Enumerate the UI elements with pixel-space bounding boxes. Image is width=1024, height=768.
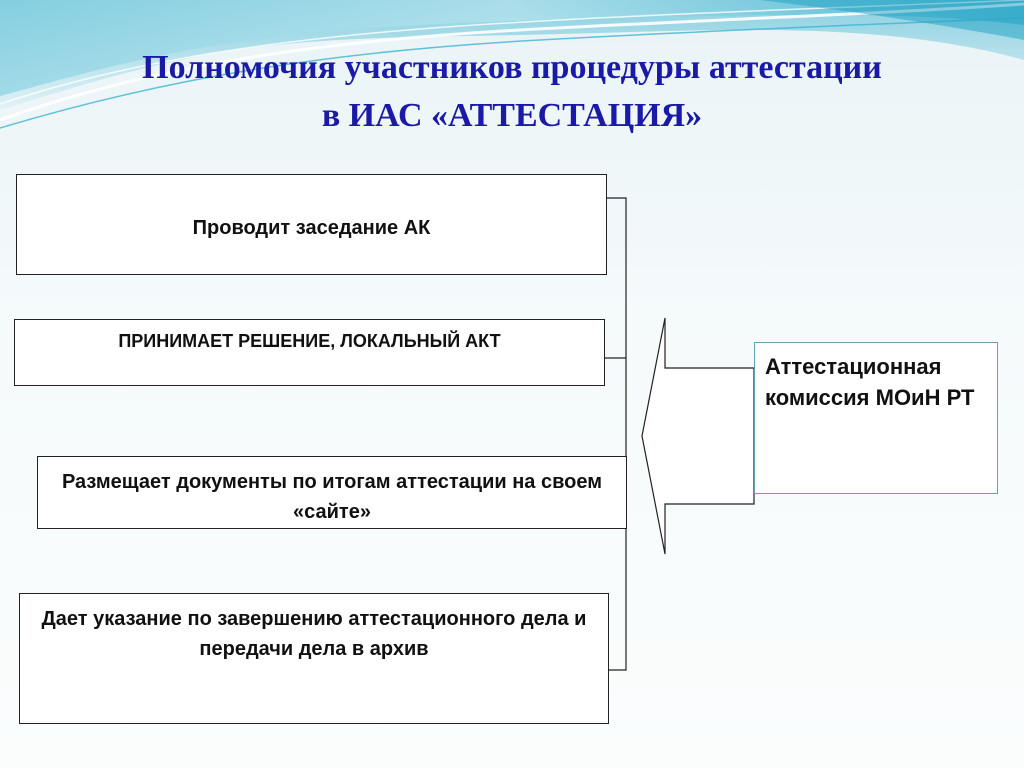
participant-box-commission: Аттестационная комиссия МОиН РТ [754, 342, 998, 494]
action-text-archive-case: Дает указание по завершению аттестационн… [41, 608, 587, 660]
action-box-conduct-meeting: Проводит заседание АК [16, 174, 607, 275]
bracket-line [607, 197, 627, 671]
action-text-make-decision: ПРИНИМАЕТ РЕШЕНИЕ, ЛОКАЛЬНЫЙ АКТ [118, 331, 501, 351]
page-title-line-1: Полномочия участников процедуры аттестац… [142, 49, 882, 86]
page-title-line-2: в ИАС «АТТЕСТАЦИЯ» [321, 97, 703, 134]
action-box-publish-documents: Размещает документы по итогам аттестации… [37, 456, 627, 529]
action-text-publish-documents: Размещает документы по итогам аттестации… [61, 471, 602, 523]
participant-label: Аттестационная комиссия МОиН РТ [765, 354, 975, 410]
header-wave-decoration [0, 0, 1024, 129]
arrow-shape [641, 317, 755, 555]
page-title: Полномочия участников процедуры аттестац… [0, 44, 1024, 140]
action-box-archive-case: Дает указание по завершению аттестационн… [19, 593, 609, 724]
action-box-make-decision: ПРИНИМАЕТ РЕШЕНИЕ, ЛОКАЛЬНЫЙ АКТ [14, 319, 605, 386]
action-text-conduct-meeting: Проводит заседание АК [192, 217, 431, 239]
